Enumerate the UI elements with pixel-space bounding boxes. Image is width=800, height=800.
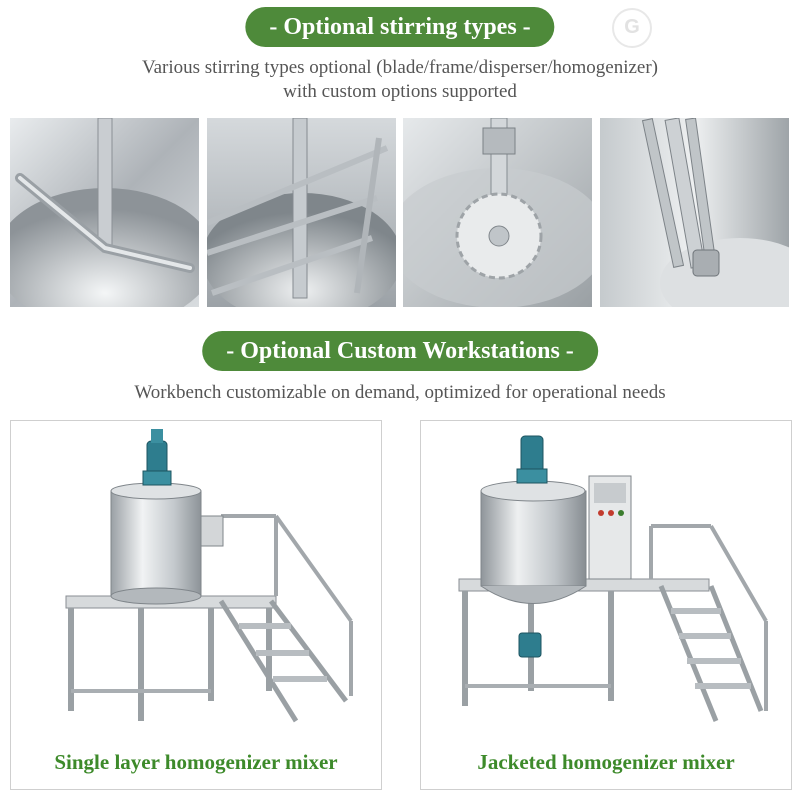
homogenizer-photo bbox=[600, 118, 789, 307]
stirring-types-banner: - Optional stirring types - bbox=[245, 7, 555, 47]
disperser-photo bbox=[403, 118, 592, 307]
single-layer-mixer-caption: Single layer homogenizer mixer bbox=[54, 750, 338, 774]
frame-agitator-photo bbox=[207, 118, 396, 307]
single-layer-mixer-illustration bbox=[65, 429, 353, 723]
stirring-types-title: - Optional stirring types - bbox=[269, 14, 531, 40]
workstations-desc-line: Workbench customizable on demand, optimi… bbox=[134, 382, 666, 403]
stirring-types-description: Various stirring types optional (blade/f… bbox=[0, 56, 800, 104]
custom-workstations-title: - Optional Custom Workstations - bbox=[226, 338, 574, 364]
custom-workstations-description: Workbench customizable on demand, optimi… bbox=[0, 381, 800, 405]
jacketed-mixer-card: Jacketed homogenizer mixer bbox=[420, 420, 792, 790]
blade-agitator-photo bbox=[10, 118, 199, 307]
single-layer-mixer-card: Single layer homogenizer mixer bbox=[10, 420, 382, 790]
custom-workstations-banner: - Optional Custom Workstations - bbox=[202, 331, 598, 371]
jacketed-mixer-illustration bbox=[458, 435, 768, 722]
watermark-logo-icon: G bbox=[612, 8, 652, 48]
stirring-desc-line-1: Various stirring types optional (blade/f… bbox=[141, 57, 658, 78]
stirring-desc-line-2: with custom options supported bbox=[283, 81, 517, 102]
jacketed-mixer-caption: Jacketed homogenizer mixer bbox=[477, 750, 735, 774]
